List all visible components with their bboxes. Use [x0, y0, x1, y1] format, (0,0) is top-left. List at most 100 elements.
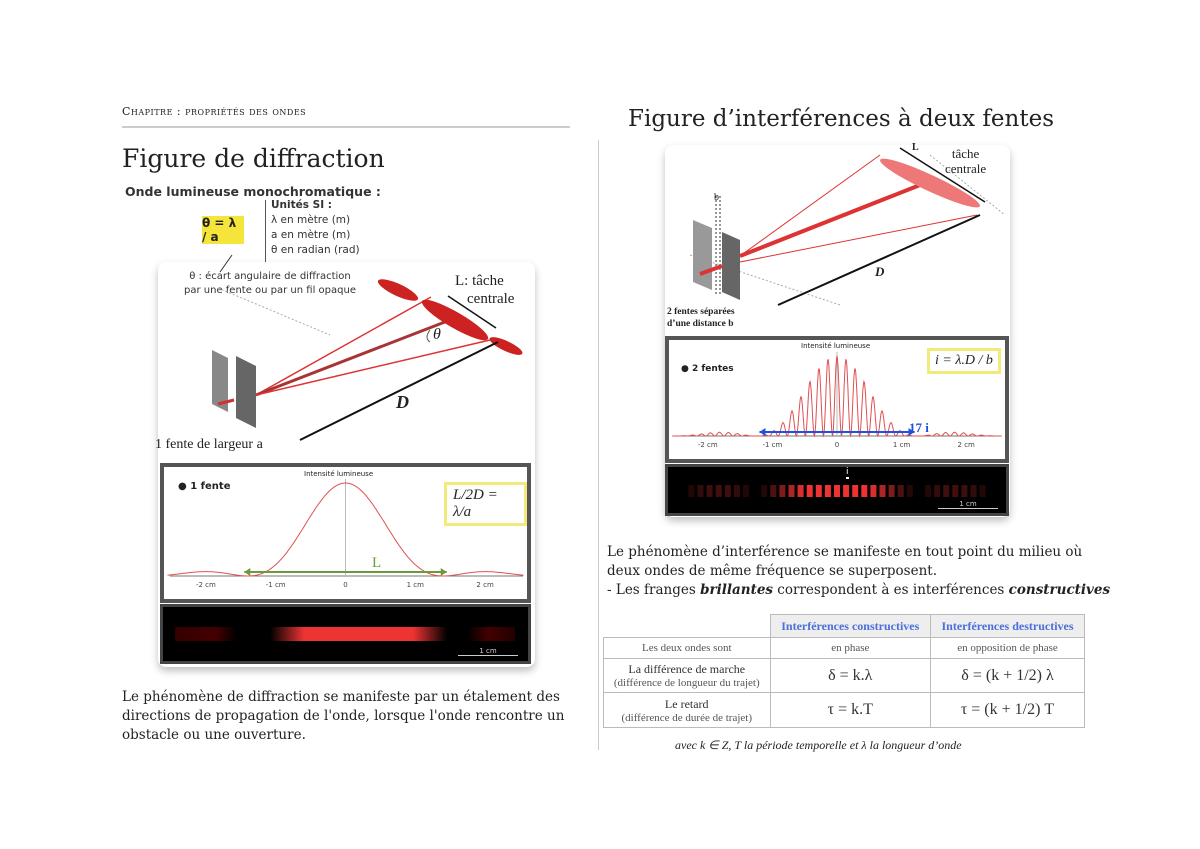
- text: correspondent à es interférences: [773, 582, 1009, 598]
- x-tick-label: 0: [834, 441, 840, 449]
- section-title-interference: Figure d’interférences à deux fentes: [628, 106, 1055, 132]
- slit-plate: [722, 232, 740, 300]
- single-slit-pattern: 1 cm: [160, 604, 531, 664]
- x-tick-label: 1 cm: [406, 581, 424, 589]
- theta-note-line: par une fente ou par un fil opaque: [184, 285, 356, 296]
- label: La différence de marche: [628, 662, 746, 676]
- row-label: Les deux ondes sont: [603, 637, 771, 659]
- unit-a: a en mètre (m): [271, 229, 351, 241]
- text: - Les franges: [607, 582, 701, 598]
- d-label: D: [396, 392, 409, 412]
- x-tick-label: 0: [343, 581, 348, 589]
- cell: δ = k.λ: [769, 658, 932, 693]
- arrow-label: 17 i: [909, 420, 929, 435]
- bright-fringe: [697, 485, 704, 497]
- header-destructive: Interférences destructives: [930, 614, 1085, 638]
- y-axis-label: Intensité lumineuse: [304, 470, 374, 478]
- label-line: centrale: [945, 161, 987, 176]
- single-slit-curve: [167, 479, 524, 577]
- cell: en phase: [769, 637, 932, 659]
- cell: τ = k.T: [769, 692, 932, 728]
- bright-fringe: [943, 485, 950, 497]
- bright-fringe: [788, 485, 795, 497]
- arrow-head-right: [440, 568, 447, 576]
- column-divider: [598, 140, 599, 750]
- footnote: avec k ∈ Z, T la période temporelle et λ…: [675, 738, 962, 752]
- l-label: L: [912, 142, 919, 153]
- legend-label: 2 fentes: [692, 364, 734, 374]
- intensity-curve: [672, 355, 1002, 438]
- diffraction-paragraph: Le phénomène de diffraction se manifeste…: [122, 689, 565, 743]
- distance-arrow-d: [777, 214, 981, 306]
- intensity-curve: [167, 482, 524, 577]
- emph: constructives: [1008, 582, 1111, 598]
- bright-fringe: [843, 485, 850, 497]
- label-line: tâche: [951, 146, 980, 161]
- units-list: Unités SI : λ en mètre (m) a en mètre (m…: [271, 198, 360, 258]
- bright-fringe: [970, 485, 977, 497]
- chapter-header: Chapitre : propriétés des ondes: [122, 105, 307, 118]
- length-arrow-l: [447, 295, 497, 329]
- slit-plate-left: [212, 350, 228, 412]
- x-tick-label: -1 cm: [265, 581, 286, 589]
- arrow-head-left: [244, 568, 251, 576]
- bright-fringe: [925, 485, 931, 497]
- row-label: La différence de marche(différence de lo…: [603, 658, 771, 693]
- length-arrow-l: [899, 147, 986, 203]
- diffraction-band: [175, 627, 515, 641]
- x-tick-label: 2 cm: [957, 441, 975, 449]
- theta-note-line: θ : écart angulaire de diffraction: [189, 271, 351, 282]
- unit-lambda: λ en mètre (m): [271, 214, 351, 226]
- fringe-formula: i = λ.D / b: [927, 348, 1001, 374]
- cell: δ = (k + 1/2) λ: [930, 658, 1085, 693]
- x-tick-label: -2 cm: [195, 581, 216, 589]
- theta-formula: θ = λ / a: [202, 216, 244, 244]
- legend: ● 2 fentes: [681, 364, 734, 374]
- l-label-line: centrale: [467, 291, 515, 307]
- bright-fringe: [961, 485, 968, 497]
- sublabel: (différence de longueur du trajet): [613, 677, 760, 689]
- bright-fringe: [824, 485, 831, 497]
- bright-fringe: [834, 485, 840, 497]
- bright-fringe: [952, 485, 959, 497]
- header-rule: [122, 126, 570, 128]
- bright-fringe: [733, 485, 740, 497]
- header-constructive: Interférences constructives: [769, 614, 932, 638]
- label: Le retard: [664, 696, 709, 711]
- y-axis-label: Intensité lumineuse: [801, 342, 871, 350]
- bright-fringe: [906, 485, 913, 497]
- x-tick-label: 2 cm: [476, 581, 494, 589]
- subtitle: Onde lumineuse monochromatique :: [125, 184, 381, 199]
- bright-fringe: [806, 485, 813, 497]
- bright-fringe: [797, 485, 804, 497]
- slit-plate: [693, 220, 712, 290]
- scale-bar: 1 cm: [458, 647, 518, 656]
- bright-fringe: [779, 485, 786, 497]
- bright-fringe: [761, 485, 768, 497]
- bright-fringe: [815, 485, 822, 497]
- l-arrow-label: L: [372, 555, 382, 571]
- arrow-head-left: [759, 428, 766, 436]
- b-label: b: [714, 192, 719, 203]
- double-slit-pattern: i 1 cm: [665, 464, 1009, 516]
- secondary-spot: [377, 279, 419, 301]
- distance-arrow-d: [299, 341, 499, 441]
- d-label: D: [875, 264, 885, 279]
- x-tick-label: -1 cm: [762, 441, 783, 449]
- fringes: [688, 485, 986, 497]
- bright-fringe: [879, 485, 886, 497]
- units-title: Unités SI :: [271, 199, 332, 211]
- table-row: Le retard(différence de durée de trajet)…: [603, 692, 1085, 728]
- bright-fringe: [897, 485, 904, 497]
- bright-fringe: [934, 485, 941, 497]
- bright-fringe: [852, 485, 859, 497]
- bright-fringe: [979, 485, 986, 497]
- theta-label: θ: [433, 326, 441, 343]
- cell: en opposition de phase: [930, 637, 1085, 659]
- fringe-pattern-spot: [880, 158, 980, 208]
- interference-paragraph: Le phénomène d’interférence se manifeste…: [607, 544, 1083, 579]
- slit-label: 1 fente de largeur a: [155, 437, 263, 452]
